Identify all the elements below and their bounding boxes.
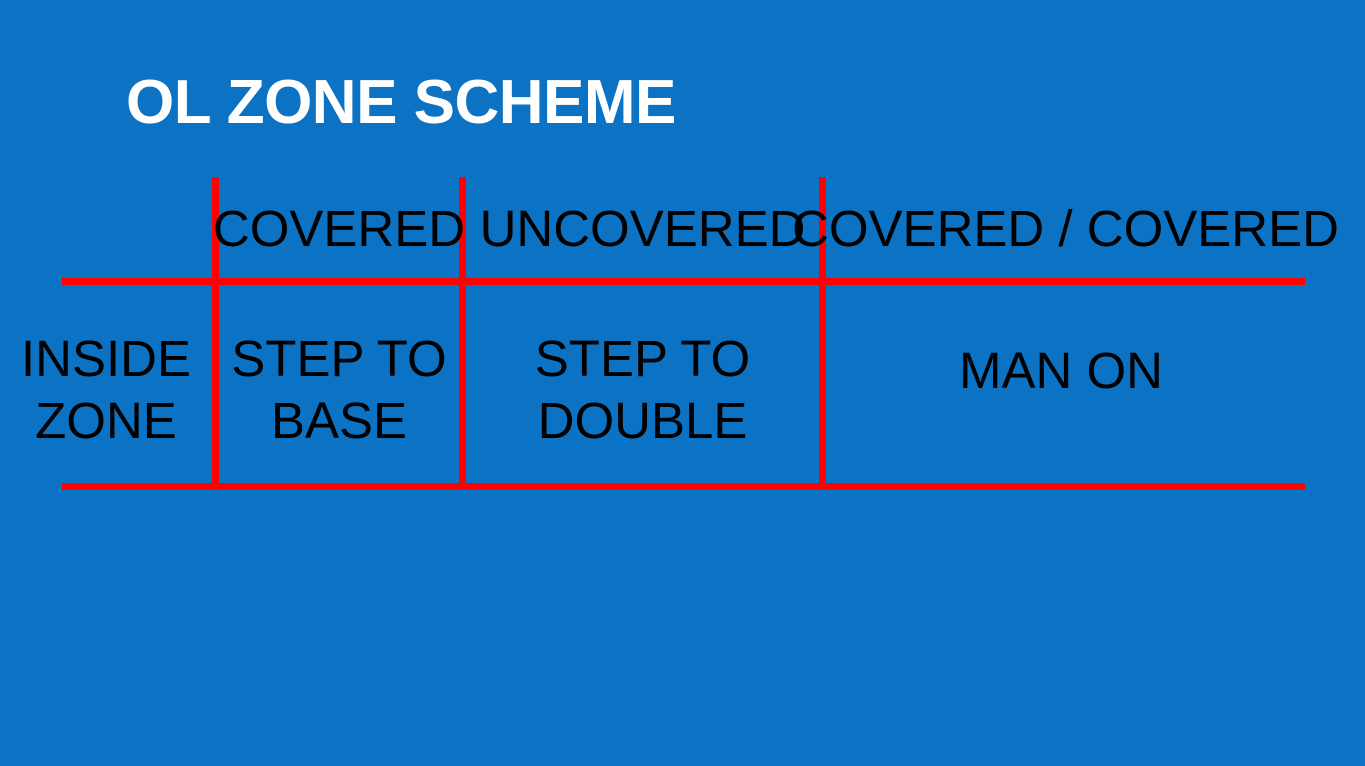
table-rule-horizontal-bottom — [62, 483, 1305, 490]
column-header-label: COVERED — [212, 200, 466, 257]
row-header-inside-zone: INSIDE ZONE — [0, 300, 212, 480]
table-corner-cell — [0, 180, 212, 278]
table-rule-vertical-2 — [459, 177, 466, 490]
table-cell-line: DOUBLE — [537, 392, 748, 449]
table-cell-line: STEP TO — [231, 330, 447, 387]
column-header-label: UNCOVERED — [479, 200, 806, 257]
table-cell-line: BASE — [270, 392, 408, 449]
column-header-covered-covered: COVERED / COVERED — [792, 180, 1339, 278]
row-header-line: INSIDE — [20, 330, 192, 387]
page-title: OL ZONE SCHEME — [126, 68, 676, 137]
row-header-line: ZONE — [35, 392, 177, 449]
column-header-label: COVERED / COVERED — [792, 200, 1339, 257]
table-cell-step-to-base: STEP TO BASE — [219, 300, 459, 480]
table-cell-line: STEP TO — [534, 330, 751, 387]
column-header-covered: COVERED — [213, 180, 465, 278]
table-cell-man-on: MAN ON — [826, 291, 1296, 451]
column-header-uncovered: UNCOVERED — [466, 180, 819, 278]
table-rule-vertical-3 — [819, 177, 826, 490]
table-rule-vertical-1 — [212, 177, 219, 490]
table-cell-step-to-double: STEP TO DOUBLE — [466, 300, 819, 480]
table-rule-horizontal-top — [62, 278, 1305, 285]
table-cell-line: MAN ON — [959, 342, 1163, 399]
